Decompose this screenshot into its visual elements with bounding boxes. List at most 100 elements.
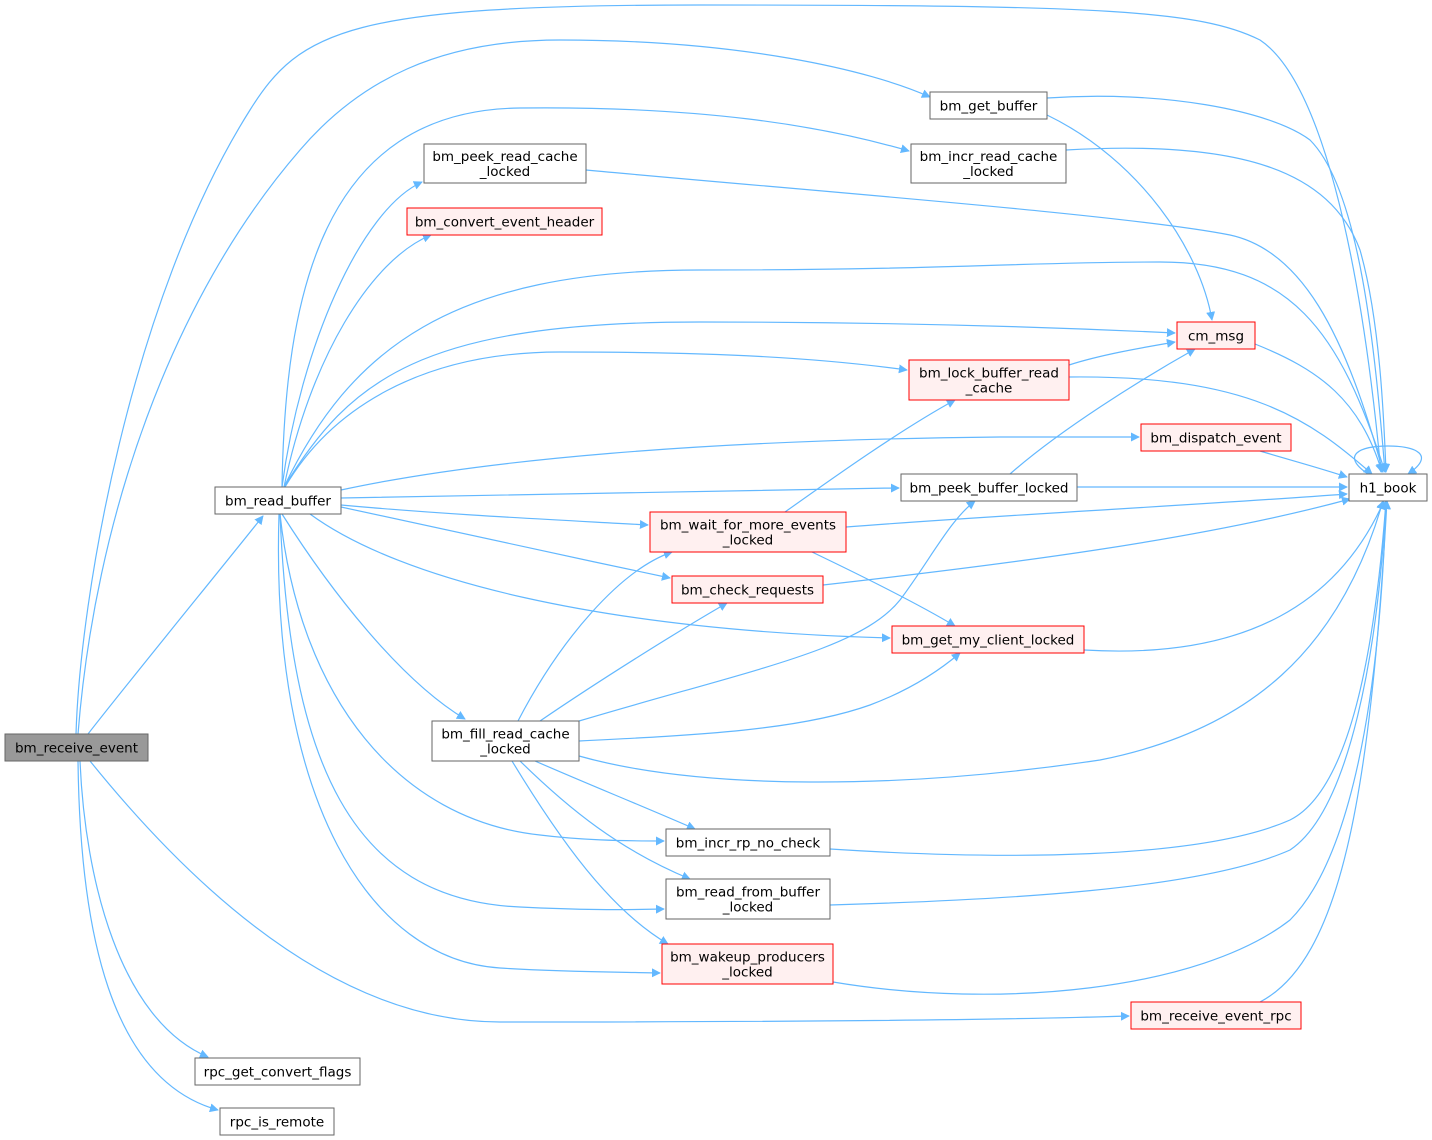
edge-bm-fill-read-cache-locked-to-bm-peek-buffer-locked: [578, 500, 976, 722]
node-label: bm_incr_read_cache: [920, 149, 1058, 165]
node-label: rpc_get_convert_flags: [204, 1065, 352, 1081]
edge-bm-read-buffer-to-bm-read-from-buffer-locked: [279, 513, 665, 914]
edge-bm-fill-read-cache-locked-to-bm-wakeup-producers-locked: [511, 760, 669, 945]
node-bm-get-buffer[interactable]: bm_get_buffer: [929, 91, 1048, 120]
node-label: bm_peek_read_cache: [432, 149, 577, 165]
edge-bm-peek-read-cache-locked-to-h1-book: [585, 169, 1386, 473]
edge-bm-receive-event-to-bm-read-buffer: [87, 515, 264, 735]
node-label: bm_lock_buffer_read: [919, 366, 1059, 382]
edge-bm-incr-rp-no-check-to-h1-book: [829, 500, 1390, 856]
node-box: [4, 733, 149, 762]
node-label: h1_book: [1360, 481, 1417, 497]
node-box: [929, 91, 1048, 120]
node-bm-wait-for-more-events-locked[interactable]: bm_wait_for_more_events_locked: [649, 511, 847, 553]
node-label: rpc_is_remote: [230, 1115, 324, 1131]
node-bm-receive-event-rpc[interactable]: bm_receive_event_rpc: [1130, 1001, 1302, 1030]
node-label: bm_peek_buffer_locked: [910, 481, 1069, 497]
edge-bm-receive-event-rpc-to-h1-book: [1259, 500, 1392, 1003]
node-bm-wakeup-producers-locked[interactable]: bm_wakeup_producers_locked: [661, 943, 834, 985]
node-rpc-is-remote[interactable]: rpc_is_remote: [219, 1107, 335, 1136]
node-box: [661, 943, 834, 985]
node-bm-read-from-buffer-locked[interactable]: bm_read_from_buffer_locked: [665, 878, 831, 920]
edge-bm-receive-event-to-bm-receive-event-rpc: [89, 760, 1130, 1023]
node-box: [1130, 1001, 1302, 1030]
edge-bm-read-buffer-to-bm-peek-buffer-locked: [340, 483, 900, 499]
edge-bm-receive-event-to-bm-get-buffer: [77, 39, 931, 735]
node-label: bm_get_buffer: [940, 99, 1038, 115]
edge-bm-get-buffer-to-cm-msg: [1046, 114, 1216, 321]
node-bm-peek-read-cache-locked[interactable]: bm_peek_read_cache_locked: [423, 143, 587, 184]
node-label: _locked: [722, 900, 773, 916]
edge-bm-fill-read-cache-locked-to-bm-wait-for-more-events-locked: [517, 550, 673, 722]
node-box: [649, 511, 847, 553]
edge-bm-read-buffer-to-bm-wait-for-more-events-locked: [340, 504, 649, 530]
node-bm-convert-event-header[interactable]: bm_convert_event_header: [406, 207, 603, 236]
node-bm-dispatch-event[interactable]: bm_dispatch_event: [1140, 423, 1292, 452]
node-box: [910, 143, 1067, 184]
edge-bm-lock-buffer-read-cache-to-h1-book: [1068, 376, 1373, 475]
node-box: [219, 1107, 335, 1136]
node-label: bm_get_my_client_locked: [902, 633, 1075, 649]
edge-bm-receive-event-to-rpc-get-convert-flags: [79, 760, 209, 1058]
node-box: [194, 1057, 361, 1086]
node-cm-msg[interactable]: cm_msg: [1176, 321, 1256, 350]
edge-bm-read-buffer-to-bm-lock-buffer-read-cache: [284, 351, 908, 488]
node-label: bm_incr_rp_no_check: [676, 836, 821, 852]
node-label: bm_convert_event_header: [415, 215, 595, 231]
node-box: [908, 359, 1070, 401]
node-bm-receive-event[interactable]: bm_receive_event: [4, 733, 149, 762]
edge-h1-book-to-h1-book: [1354, 445, 1422, 475]
node-label: _cache: [965, 381, 1013, 397]
edge-bm-get-my-client-locked-to-h1-book: [1083, 500, 1385, 652]
edge-bm-wait-for-more-events-locked-to-h1-book: [845, 490, 1348, 528]
edges-layer: [75, 4, 1422, 1113]
node-h1-book[interactable]: h1_book: [1348, 473, 1428, 502]
edge-bm-fill-read-cache-locked-to-h1-book: [578, 500, 1386, 783]
edge-bm-read-buffer-to-bm-convert-event-header: [283, 233, 432, 488]
node-label: cm_msg: [1188, 329, 1244, 345]
edge-bm-wakeup-producers-locked-to-h1-book: [832, 500, 1391, 995]
node-bm-incr-read-cache-locked[interactable]: bm_incr_read_cache_locked: [910, 143, 1067, 184]
node-label: _locked: [479, 742, 530, 758]
edge-bm-read-buffer-to-bm-dispatch-event: [340, 432, 1140, 491]
edge-bm-wait-for-more-events-locked-to-bm-get-my-client-locked: [811, 551, 956, 627]
edge-bm-read-buffer-to-bm-get-my-client-locked: [309, 513, 891, 643]
node-label: bm_read_buffer: [225, 494, 331, 510]
node-box: [671, 575, 824, 604]
edge-bm-read-buffer-to-cm-msg: [283, 321, 1176, 488]
node-label: bm_fill_read_cache: [441, 727, 569, 743]
node-box: [1348, 473, 1428, 502]
node-label: bm_receive_event_rpc: [1140, 1009, 1291, 1025]
edge-bm-lock-buffer-read-cache-to-cm-msg: [1068, 338, 1176, 366]
edge-bm-read-buffer-to-bm-wakeup-producers-locked: [277, 513, 661, 978]
edge-bm-read-buffer-to-h1-book: [283, 261, 1387, 488]
node-bm-peek-buffer-locked[interactable]: bm_peek_buffer_locked: [900, 473, 1078, 502]
edge-bm-read-buffer-to-bm-incr-rp-no-check: [279, 513, 665, 846]
node-label: _locked: [479, 164, 530, 180]
node-bm-incr-rp-no-check[interactable]: bm_incr_rp_no_check: [665, 828, 831, 857]
node-box: [1176, 321, 1256, 350]
node-bm-read-buffer[interactable]: bm_read_buffer: [214, 486, 342, 515]
node-rpc-get-convert-flags[interactable]: rpc_get_convert_flags: [194, 1057, 361, 1086]
edge-bm-receive-event-to-h1-book: [75, 4, 1385, 735]
edge-bm-wait-for-more-events-locked-to-bm-lock-buffer-read-cache: [784, 399, 956, 513]
node-box: [214, 486, 342, 515]
node-label: bm_dispatch_event: [1150, 431, 1281, 447]
node-bm-check-requests[interactable]: bm_check_requests: [671, 575, 824, 604]
node-box: [665, 828, 831, 857]
node-label: bm_wakeup_producers: [670, 950, 825, 966]
nodes-layer: bm_receive_event bm_read_buffer h1_book bm_…: [4, 91, 1428, 1136]
node-box: [431, 720, 580, 762]
node-label: bm_receive_event: [15, 741, 138, 757]
node-box: [1140, 423, 1292, 452]
edge-bm-incr-read-cache-locked-to-h1-book: [1065, 147, 1391, 473]
edge-bm-get-buffer-to-h1-book: [1046, 95, 1389, 473]
node-bm-lock-buffer-read-cache[interactable]: bm_lock_buffer_read_cache: [908, 359, 1070, 401]
node-label: bm_read_from_buffer: [676, 885, 821, 901]
node-bm-fill-read-cache-locked[interactable]: bm_fill_read_cache_locked: [431, 720, 580, 762]
node-bm-get-my-client-locked[interactable]: bm_get_my_client_locked: [891, 625, 1085, 654]
node-box: [900, 473, 1078, 502]
edge-bm-fill-read-cache-locked-to-bm-read-from-buffer-locked: [519, 760, 691, 881]
edge-bm-check-requests-to-h1-book: [822, 496, 1351, 586]
